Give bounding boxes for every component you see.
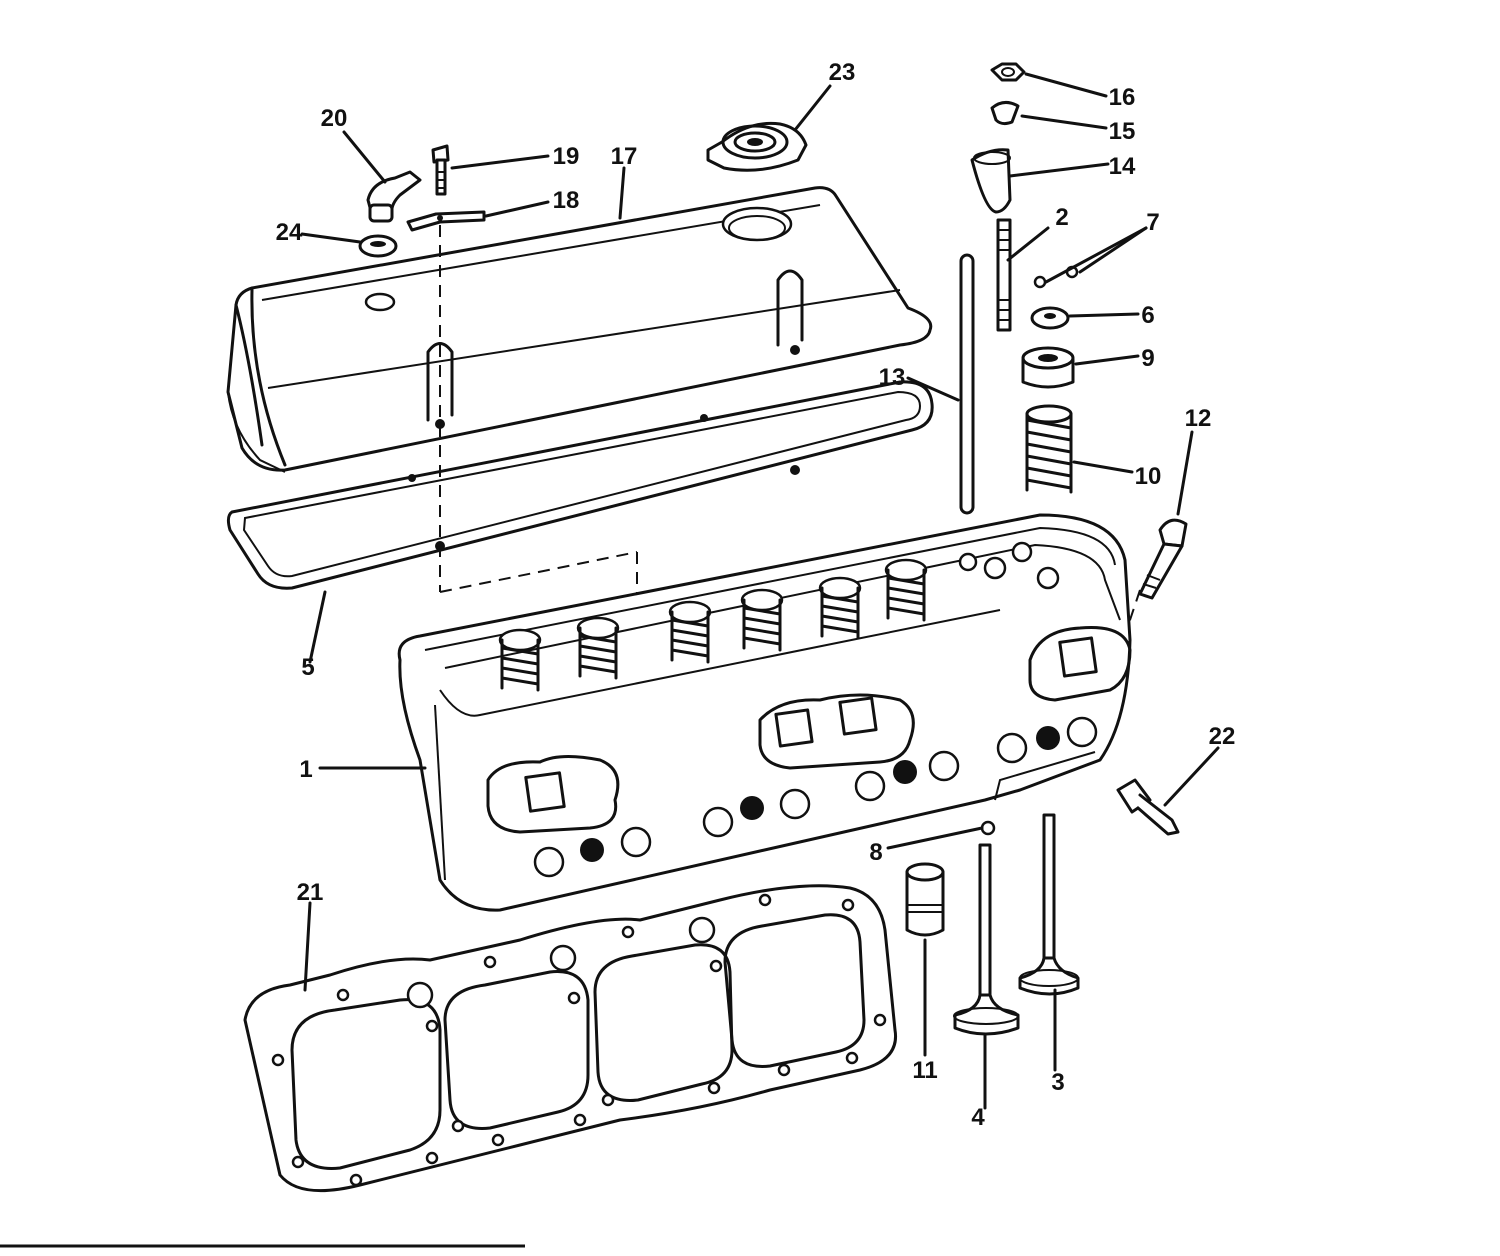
valve-shield [1021,346,1075,389]
callout-7: 7 [1146,209,1159,236]
cover-clip [406,210,486,232]
rocker-nut [990,62,1026,82]
rocker-ball [990,101,1020,126]
callout-9: 9 [1141,345,1154,372]
callout-6: 6 [1141,302,1154,329]
intake-valve [953,843,1020,1036]
callout-10: 10 [1135,463,1162,490]
grommet [358,234,398,258]
head-gasket [243,884,898,1193]
callout-21: 21 [297,879,324,906]
callout-22: 22 [1209,723,1236,750]
exhaust-valve [1018,813,1080,996]
valve-spring [1025,404,1073,494]
callout-16: 16 [1109,84,1136,111]
valve-cover [226,186,933,473]
oil-seal [980,820,996,836]
gasket-bolt-holes [271,893,887,1187]
callout-15: 15 [1109,118,1136,145]
valve-cover-gasket [226,380,934,590]
callout-2: 2 [1055,204,1068,231]
cover-bolt [431,144,450,196]
callout-23: 23 [829,59,856,86]
callout-13: 13 [879,364,906,391]
callout-18: 18 [553,187,580,214]
head-valve-springs [498,558,928,692]
callout-4: 4 [971,1104,985,1131]
temperature-sender [1116,778,1180,836]
exhaust-ports [486,625,1132,834]
callout-19: 19 [553,143,580,170]
rocker-arm [970,148,1012,214]
callout-17: 17 [611,143,638,170]
callout-8: 8 [869,839,882,866]
callout-5: 5 [301,654,314,681]
callout-14: 14 [1109,153,1136,180]
spring-cap [1030,306,1070,330]
cylinder-head [397,513,1132,912]
callout-labels: 1 2 3 4 5 6 7 8 9 10 11 12 13 14 15 16 1… [276,59,1236,1131]
rocker-arm-stud [996,218,1012,332]
valve-lifter [905,862,945,937]
leader-lines [300,72,1220,1110]
callout-12: 12 [1185,405,1212,432]
head-bolt [1138,518,1188,600]
pushrod [959,253,975,515]
callout-11: 11 [912,1057,937,1084]
head-bosses [533,716,1098,878]
callout-1: 1 [299,756,312,783]
pcv-elbow [366,170,422,223]
callout-3: 3 [1051,1069,1064,1096]
callout-20: 20 [321,105,348,132]
callout-24: 24 [276,219,303,246]
oil-filler-cap [706,121,808,172]
